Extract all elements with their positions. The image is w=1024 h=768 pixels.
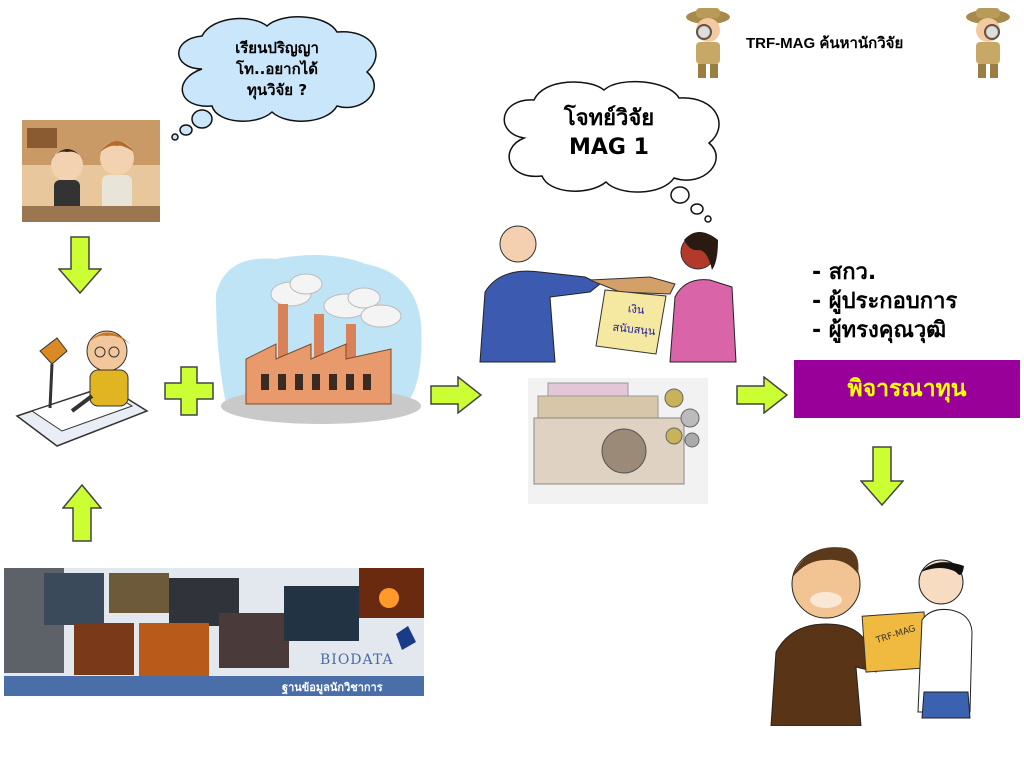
arrow-right-1 <box>430 375 483 415</box>
money-image <box>528 378 708 504</box>
arrow-up <box>61 483 103 542</box>
handshake-image: เงิน สนับสนุน <box>470 222 746 364</box>
arrow-down-2 <box>859 446 905 507</box>
biodata-name: BIODATA <box>320 652 394 668</box>
reviewer-item: - ผู้ประกอบการ <box>812 289 958 314</box>
detective-icon-right <box>962 4 1014 80</box>
grant-handover-image: TRF-MAG <box>766 542 986 726</box>
student-thought-cloud: เรียนปริญญา โท..อยากได้ ทุนวิจัย ? <box>162 14 392 142</box>
reviewer-item: - สกว. <box>812 260 877 285</box>
plus-icon <box>164 366 214 416</box>
arrow-down-1 <box>57 236 103 295</box>
funding-consideration-box: พิจารณาทุน <box>794 360 1020 418</box>
biodata-subtitle: ฐานข้อมูลนักวิชาการประเทศไทย <box>282 681 383 694</box>
factory-image <box>216 254 424 428</box>
student-thought-text: เรียนปริญญา โท..อยากได้ ทุนวิจัย ? <box>235 39 319 99</box>
mag-thought-text: โจทย์วิจัย MAG 1 <box>563 106 655 160</box>
reviewers-list: - สกว. - ผู้ประกอบการ - ผู้ทรงคุณวุฒิ <box>812 258 957 345</box>
researcher-image <box>12 316 152 456</box>
header-title: TRF-MAG ค้นหานักวิจัย <box>746 35 904 52</box>
reviewer-item: - ผู้ทรงคุณวุฒิ <box>812 318 947 343</box>
students-image <box>22 120 160 222</box>
biodata-banner: BIODATA ฐานข้อมูลนักวิชาการประเทศไทย <box>4 568 424 696</box>
mag-thought-cloud: โจทย์วิจัย MAG 1 <box>494 78 730 224</box>
contract-doc-text: เงิน สนับสนุน <box>611 302 657 339</box>
detective-icon-left <box>682 4 734 80</box>
arrow-right-2 <box>736 375 789 415</box>
